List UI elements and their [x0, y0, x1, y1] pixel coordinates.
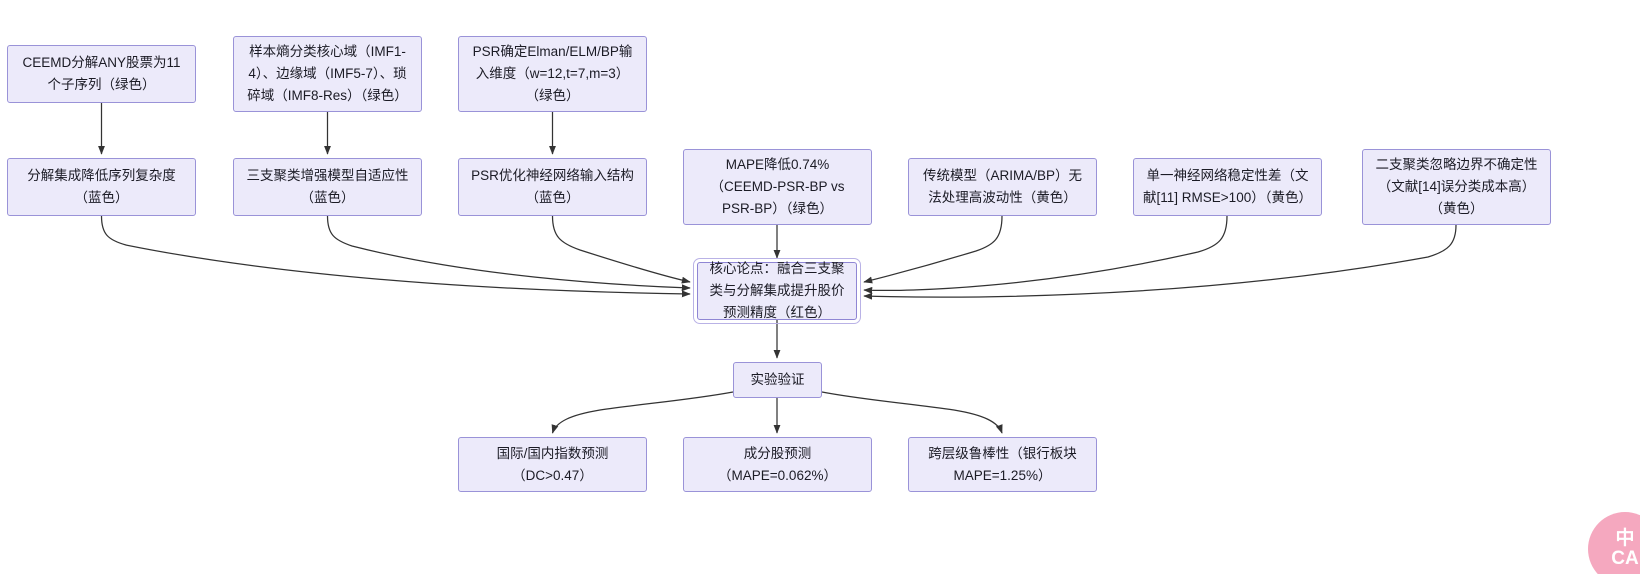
node-decomposition-reduces-complexity[interactable]: 分解集成降低序列复杂度（蓝色）	[7, 158, 196, 216]
node-label: PSR确定Elman/ELM/BP输入维度（w=12,t=7,m=3）（绿色）	[472, 44, 633, 103]
node-result-index-forecast[interactable]: 国际/国内指数预测（DC>0.47）	[458, 437, 647, 492]
node-label: 三支聚类增强模型自适应性（蓝色）	[246, 168, 409, 205]
edge-n4-core	[100, 215, 691, 298]
node-label: 实验验证	[750, 372, 805, 388]
node-label: MAPE降低0.74%（CEEMD-PSR-BP vs PSR-BP）（绿色）	[710, 157, 845, 216]
watermark-line-1: 中	[1615, 528, 1635, 550]
node-result-constituent-stock-forecast[interactable]: 成分股预测（MAPE=0.062%）	[683, 437, 872, 492]
node-label: 核心论点：融合三支聚类与分解集成提升股价预测精度（红色）	[709, 261, 845, 320]
edge-n6-core	[551, 215, 691, 284]
edge-n9-core	[863, 215, 1228, 294]
edge-exp-r3	[821, 391, 1003, 434]
edge-n8-core	[863, 215, 1003, 284]
node-mape-reduction[interactable]: MAPE降低0.74%（CEEMD-PSR-BP vs PSR-BP）（绿色）	[683, 149, 872, 225]
edge-n10-core	[863, 224, 1457, 300]
watermark-badge: 中 CA	[1588, 512, 1640, 574]
edge-exp-r1	[551, 391, 734, 434]
node-two-way-clustering-boundary[interactable]: 二支聚类忽略边界不确定性（文献[14]误分类成本高）（黄色）	[1362, 149, 1551, 225]
node-three-way-clustering-adaptivity[interactable]: 三支聚类增强模型自适应性（蓝色）	[233, 158, 422, 216]
node-traditional-models-limitation[interactable]: 传统模型（ARIMA/BP）无法处理高波动性（黄色）	[908, 158, 1097, 216]
node-label: 单一神经网络稳定性差（文献[11] RMSE>100）（黄色）	[1143, 168, 1312, 205]
node-sample-entropy-classify[interactable]: 样本熵分类核心域（IMF1-4）、边缘域（IMF5-7）、琐碎域（IMF8-Re…	[233, 36, 422, 112]
node-single-network-instability[interactable]: 单一神经网络稳定性差（文献[11] RMSE>100）（黄色）	[1133, 158, 1322, 216]
node-experimental-validation[interactable]: 实验验证	[733, 362, 822, 398]
node-label: 传统模型（ARIMA/BP）无法处理高波动性（黄色）	[922, 168, 1082, 205]
node-label: 二支聚类忽略边界不确定性（文献[14]误分类成本高）（黄色）	[1375, 157, 1538, 216]
watermark-text: 中 CA	[1611, 529, 1638, 569]
edge-n5-core	[326, 215, 691, 292]
node-label: 成分股预测（MAPE=0.062%）	[718, 445, 837, 483]
node-ceemd-decompose[interactable]: CEEMD分解ANY股票为11个子序列（绿色）	[7, 45, 196, 103]
node-result-cross-level-robustness[interactable]: 跨层级鲁棒性（银行板块MAPE=1.25%）	[908, 437, 1097, 492]
node-label: 分解集成降低序列复杂度（蓝色）	[27, 168, 176, 205]
node-psr-optimizes-network-input[interactable]: PSR优化神经网络输入结构（蓝色）	[458, 158, 647, 216]
node-label: 样本熵分类核心域（IMF1-4）、边缘域（IMF5-7）、琐碎域（IMF8-Re…	[247, 44, 408, 103]
node-psr-input-dimension[interactable]: PSR确定Elman/ELM/BP输入维度（w=12,t=7,m=3）（绿色）	[458, 36, 647, 112]
node-core-thesis[interactable]: 核心论点：融合三支聚类与分解集成提升股价预测精度（红色）	[693, 258, 861, 324]
node-label: 国际/国内指数预测（DC>0.47）	[496, 445, 609, 483]
node-label: CEEMD分解ANY股票为11个子序列（绿色）	[22, 55, 181, 92]
watermark-line-2: CA	[1611, 548, 1639, 569]
node-label: PSR优化神经网络输入结构（蓝色）	[471, 168, 634, 205]
node-label: 跨层级鲁棒性（银行板块MAPE=1.25%）	[928, 445, 1077, 483]
